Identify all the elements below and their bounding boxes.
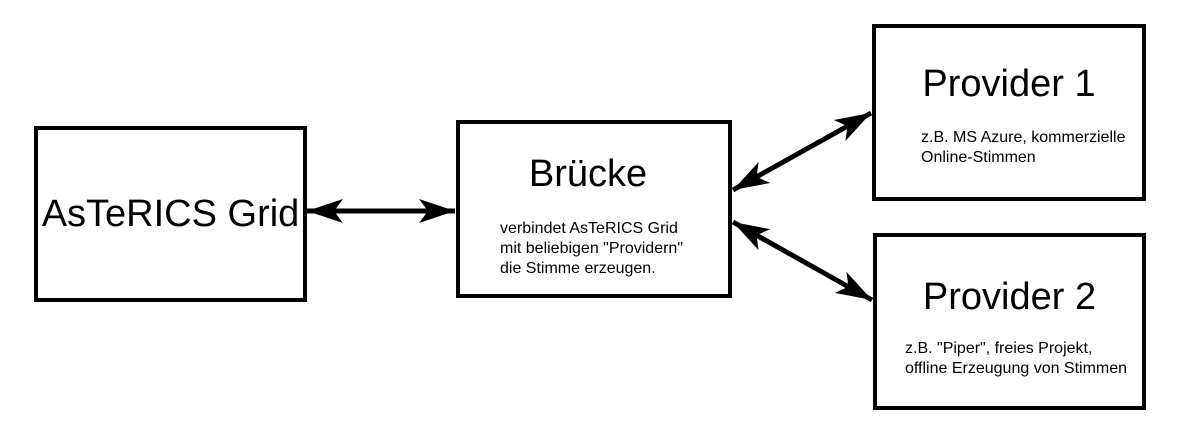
provider2-title: Provider 2 xyxy=(922,276,1097,318)
bridge-title: Brücke xyxy=(528,153,648,195)
node-provider2: Provider 2 z.B. "Piper", freies Projekt,… xyxy=(873,233,1146,410)
arrow-bridge-provider1 xyxy=(731,110,873,193)
node-asterics-grid: AsTeRICS Grid xyxy=(34,126,307,302)
provider1-description: z.B. MS Azure, kommerzielle Online-Stimm… xyxy=(921,129,1126,166)
node-provider1: Provider 1 z.B. MS Azure, kommerzielle O… xyxy=(872,24,1146,201)
provider2-description: z.B. "Piper", freies Projekt, offline Er… xyxy=(905,340,1128,377)
arrow-bridge-provider2 xyxy=(731,219,874,303)
node-bridge: Brücke verbindet AsTeRICS Grid mit belie… xyxy=(456,120,732,298)
asterics-grid-title: AsTeRICS Grid xyxy=(41,193,300,235)
bridge-description: verbindet AsTeRICS Grid mit beliebigen "… xyxy=(500,220,684,277)
provider1-title: Provider 1 xyxy=(922,63,1096,105)
